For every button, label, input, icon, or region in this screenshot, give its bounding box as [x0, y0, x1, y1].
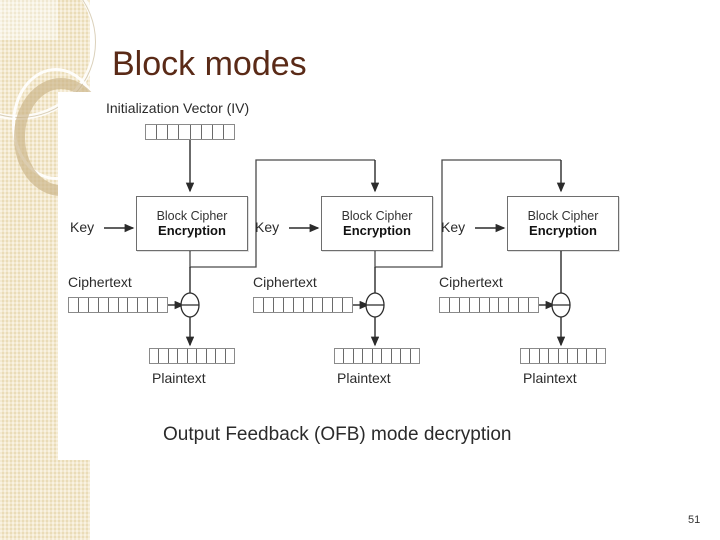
cipher-box-line2-3: Encryption	[529, 223, 597, 238]
iv-bar	[145, 124, 235, 140]
key-label-1: Key	[70, 219, 95, 235]
cipher-box-line1-3: Block Cipher	[527, 209, 599, 223]
cipher-box-line1-2: Block Cipher	[341, 209, 413, 223]
ciphertext-label-3: Ciphertext	[439, 274, 503, 290]
plaintext-label-2: Plaintext	[337, 370, 391, 386]
cipher-box-line1-1: Block Cipher	[156, 209, 228, 223]
plaintext-label-3: Plaintext	[523, 370, 577, 386]
cipher-box-line2-2: Encryption	[343, 223, 411, 238]
plaintext-bar-3	[520, 348, 606, 364]
block-cipher-encryption-1: Block Cipher Encryption	[136, 196, 248, 251]
plaintext-label-1: Plaintext	[152, 370, 206, 386]
block-cipher-encryption-3: Block Cipher Encryption	[507, 196, 619, 251]
xor-gate-2	[365, 292, 385, 318]
page-title: Block modes	[112, 45, 307, 83]
key-label-3: Key	[441, 219, 466, 235]
ciphertext-bar-1	[68, 297, 168, 313]
xor-gate-1	[180, 292, 200, 318]
plaintext-bar-1	[149, 348, 235, 364]
page-number: 51	[688, 514, 701, 526]
ciphertext-label-2: Ciphertext	[253, 274, 317, 290]
figure-caption: Output Feedback (OFB) mode decryption	[163, 424, 512, 445]
ciphertext-bar-3	[439, 297, 539, 313]
plaintext-bar-2	[334, 348, 420, 364]
iv-label: Initialization Vector (IV)	[106, 100, 250, 116]
ciphertext-bar-2	[253, 297, 353, 313]
ciphertext-label-1: Ciphertext	[68, 274, 132, 290]
key-label-2: Key	[255, 219, 280, 235]
xor-gate-3	[551, 292, 571, 318]
content-plate	[58, 92, 720, 460]
block-cipher-encryption-2: Block Cipher Encryption	[321, 196, 433, 251]
cipher-box-line2-1: Encryption	[158, 223, 226, 238]
